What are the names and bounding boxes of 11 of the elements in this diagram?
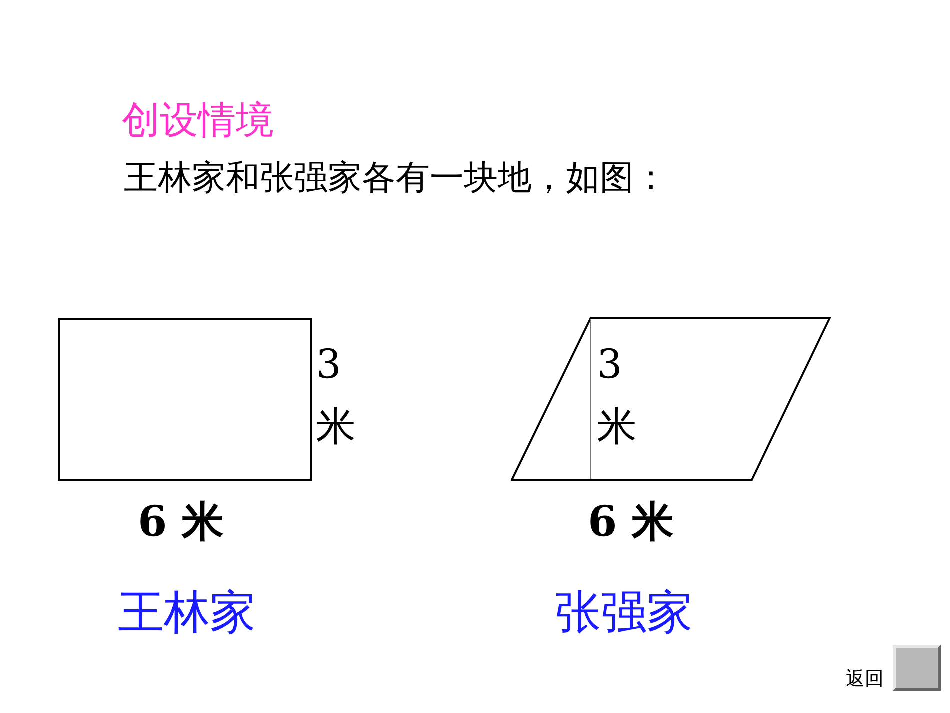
owner-name: 王林家 [118,584,256,641]
height-label: 3 米 [597,341,638,452]
owner-name: 张强家 [555,584,693,641]
parallelogram [511,317,832,482]
width-label: 6 米 [138,496,224,548]
intro-text: 王林家和张强家各有一块地，如图： [124,157,668,200]
width-label: 6 米 [588,496,674,548]
height-label: 3 米 [316,341,357,452]
back-text: 返回 [846,667,884,691]
rectangle [58,318,312,481]
heading: 创设情境 [122,97,274,144]
